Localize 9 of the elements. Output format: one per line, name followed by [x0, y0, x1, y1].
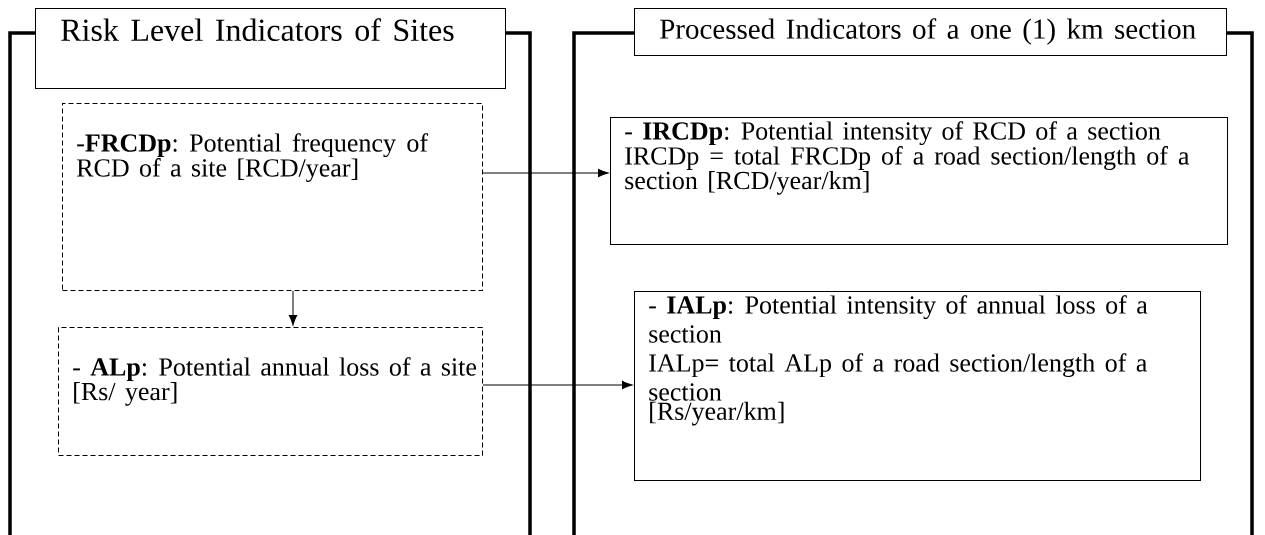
heading-box: Risk Level Indicators of Sites	[35, 8, 506, 89]
dashed-box: -FRCDp: Potential frequency of RCD of a site [RCD/year]	[62, 103, 483, 291]
heading-box: Processed Indicators of a one (1) km section	[634, 8, 1227, 56]
text-box: - IALp: Potential intensity of annual loss of a section IALp= total ALp of a road section/length of a section [Rs/year/km]	[634, 291, 1201, 481]
text-box: - IRCDp: Potential intensity of RCD of a section IRCDp = total FRCDp of a road section/length of a section [RCD/year/km]	[610, 117, 1228, 245]
arrow	[482, 380, 633, 390]
arrow	[482, 168, 609, 178]
arrow	[288, 290, 298, 326]
dashed-box: - ALp: Potential annual loss of a site [Rs/ year]	[58, 327, 483, 456]
